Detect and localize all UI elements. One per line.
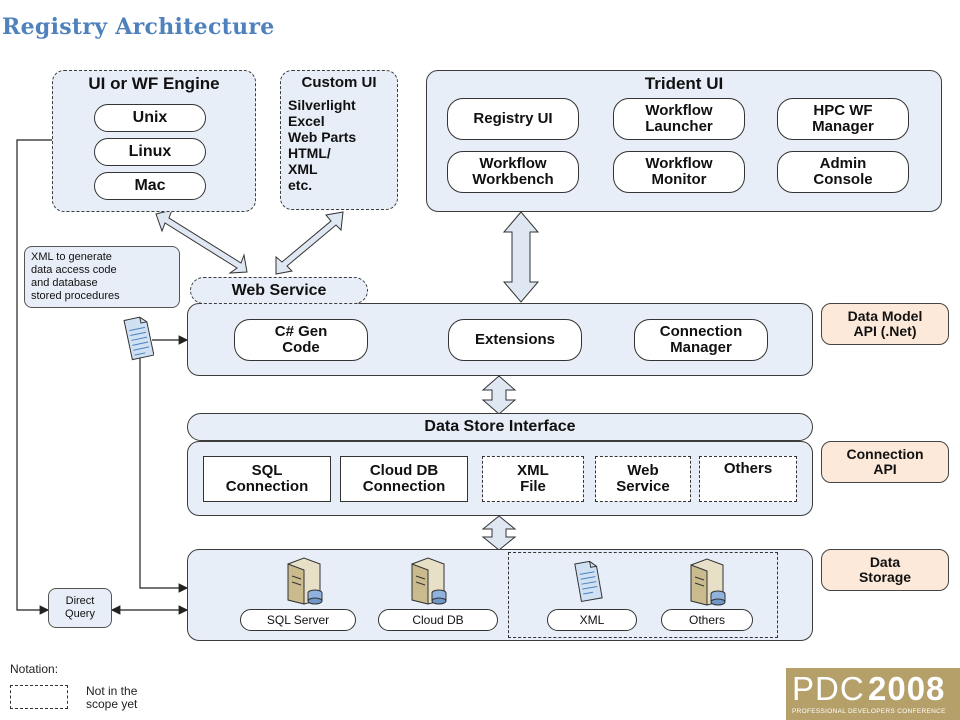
storage-others: Others [661,609,753,631]
trident-registry-ui: Registry UI [447,98,579,140]
tag-data-model-api: Data Model API (.Net) [821,303,949,345]
logo-brand: PDC [792,670,865,707]
custom-ui-panel: Custom UI Silverlight Excel Web Parts HT… [280,70,398,210]
sql-server-icon [287,557,323,605]
trident-workflow-launcher: Workflow Launcher [613,98,745,140]
data-store-interface: Data Store Interface [187,413,813,441]
arrow-customui-webservice [275,211,344,275]
storage-xml: XML [547,609,637,631]
ui-engine-panel: UI or WF Engine Unix Linux Mac [52,70,256,212]
trident-ui-panel: Trident UI Registry UI Workflow Launcher… [426,70,942,212]
arrow-trident-datamodel [502,211,540,303]
notation-dashed-sample [10,685,68,709]
web-service-connection: Web Service [595,456,691,502]
arrow-ui-engine-webservice [155,209,248,274]
xml-note: XML to generate data access code and dat… [24,246,180,308]
os-linux: Linux [94,138,206,166]
logo-subtitle: PROFESSIONAL DEVELOPERS CONFERENCE [792,708,946,715]
data-storage-panel: SQL Server Cloud DB XML [187,549,813,641]
sql-connection: SQL Connection [203,456,331,502]
others-storage-icon [690,558,726,606]
others-connection: Others [699,456,797,502]
tag-data-storage: Data Storage [821,549,949,591]
tag-connection-api: Connection API [821,441,949,483]
storage-cloud-db: Cloud DB [378,609,498,631]
custom-ui-title: Custom UI [301,74,377,91]
connection-api-panel: SQL Connection Cloud DB Connection XML F… [187,441,813,516]
os-mac: Mac [94,172,206,200]
trident-workflow-monitor: Workflow Monitor [613,151,745,193]
xml-storage-icon [574,560,603,603]
logo-year: 2008 [868,670,946,707]
xml-file: XML File [482,456,584,502]
notation-title: Notation: [10,662,59,676]
cloud-db-icon [411,557,447,605]
trident-ui-title: Trident UI [644,74,724,93]
pdc-logo: PDC 2008 PROFESSIONAL DEVELOPERS CONFERE… [786,668,960,720]
custom-ui-list: Silverlight Excel Web Parts HTML/ XML et… [288,97,357,194]
trident-hpc-wf-manager: HPC WF Manager [777,98,909,140]
arrow-datamodel-dsi [481,375,517,415]
connection-manager: Connection Manager [634,319,768,361]
out-of-scope-storage-group: XML Others [508,552,778,638]
arrow-connapi-storage [481,515,517,551]
extensions: Extensions [448,319,582,361]
storage-sql-server: SQL Server [240,609,356,631]
csharp-gen-code: C# Gen Code [234,319,368,361]
web-service-box: Web Service [190,277,368,304]
page-title: Registry Architecture [2,14,275,40]
trident-workflow-workbench: Workflow Workbench [447,151,579,193]
trident-admin-console: Admin Console [777,151,909,193]
cloud-db-connection: Cloud DB Connection [340,456,468,502]
notation-text: Not in the scope yet [86,684,138,712]
data-model-panel: C# Gen Code Extensions Connection Manage… [187,303,813,376]
xml-document-icon [123,316,154,361]
direct-query: Direct Query [48,588,112,628]
ui-engine-title: UI or WF Engine [88,74,220,93]
os-unix: Unix [94,104,206,132]
